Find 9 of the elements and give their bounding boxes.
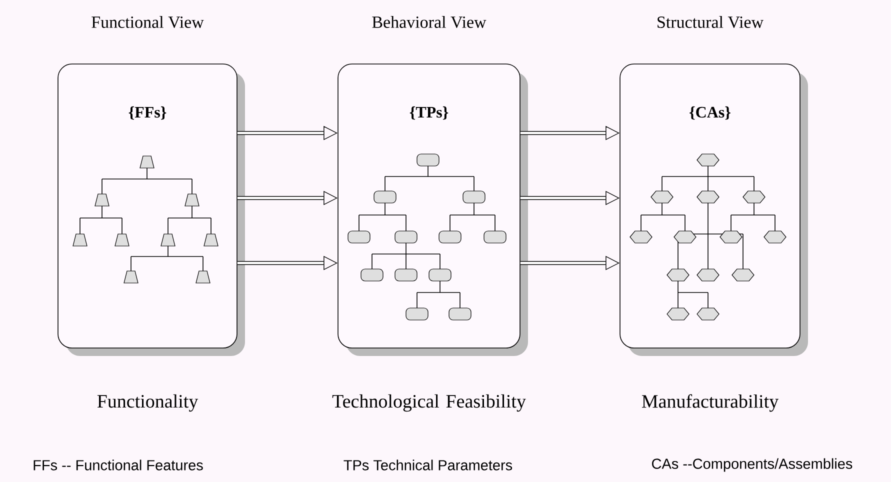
view-heading: Functional View [92, 16, 204, 28]
view-heading: Behavioral View [372, 16, 486, 28]
view-heading: Structural View [658, 16, 764, 28]
abbreviation-note: FFs -- Functional Features [34, 460, 203, 470]
abbreviation-note: CAs --Components/Assemblies [652, 458, 852, 472]
view-caption: Functionality [97, 394, 198, 412]
abbreviation-note: TPs Technical Parameters [344, 460, 512, 470]
view-caption: Technological Feasibility [332, 394, 526, 412]
view-caption: Manufacturability [642, 394, 779, 412]
